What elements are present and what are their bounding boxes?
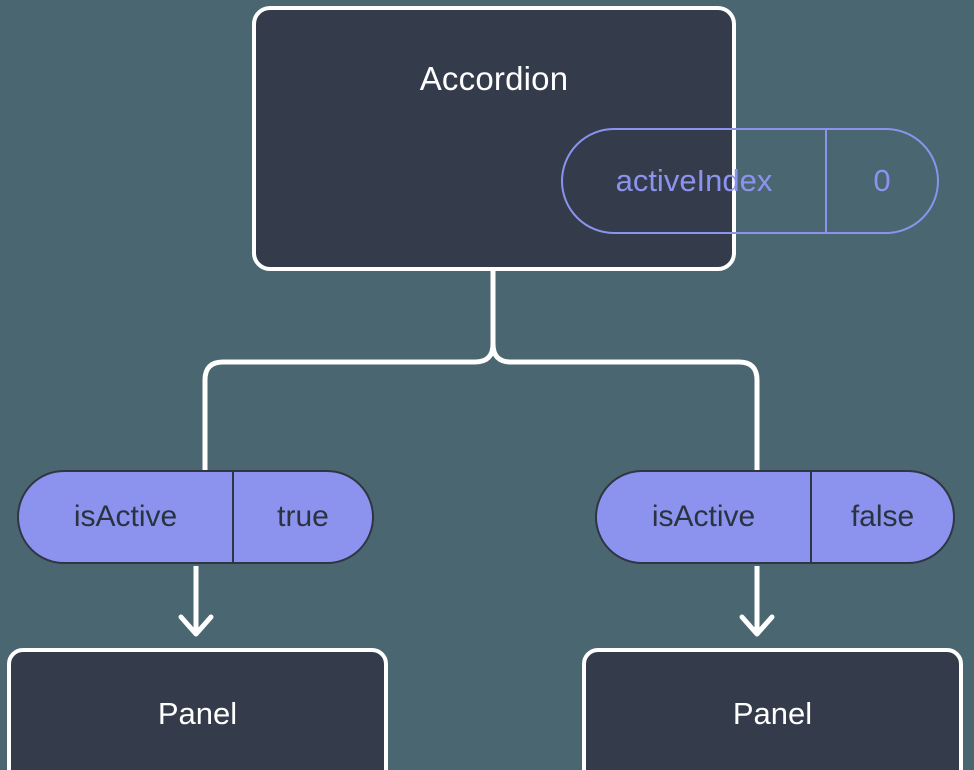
arrow-left-head <box>178 614 214 637</box>
prop-pill-key: isActive <box>19 472 234 562</box>
prop-pill-value: true <box>277 500 329 533</box>
accordion-title: Accordion <box>419 60 569 97</box>
prop-pill-is-active-true[interactable]: isActive true <box>17 470 374 564</box>
panel-component-node-right[interactable]: Panel <box>582 648 963 770</box>
arrow-right-head <box>739 614 775 637</box>
panel-component-node-left[interactable]: Panel <box>7 648 388 770</box>
state-pill-value: 0 <box>873 163 891 198</box>
panel-title: Panel <box>157 696 238 731</box>
prop-pill-is-active-false[interactable]: isActive false <box>595 470 955 564</box>
accordion-component-node[interactable]: Accordion activeIndex 0 <box>252 6 939 271</box>
connector-fork-right <box>490 268 760 473</box>
connector-fork <box>202 268 496 473</box>
state-pill-key: activeIndex <box>563 130 827 232</box>
panel-title: Panel <box>732 696 813 731</box>
prop-pill-value: false <box>850 500 915 533</box>
prop-pill-key: isActive <box>597 472 812 562</box>
state-pill-active-index[interactable]: activeIndex 0 <box>561 128 939 234</box>
